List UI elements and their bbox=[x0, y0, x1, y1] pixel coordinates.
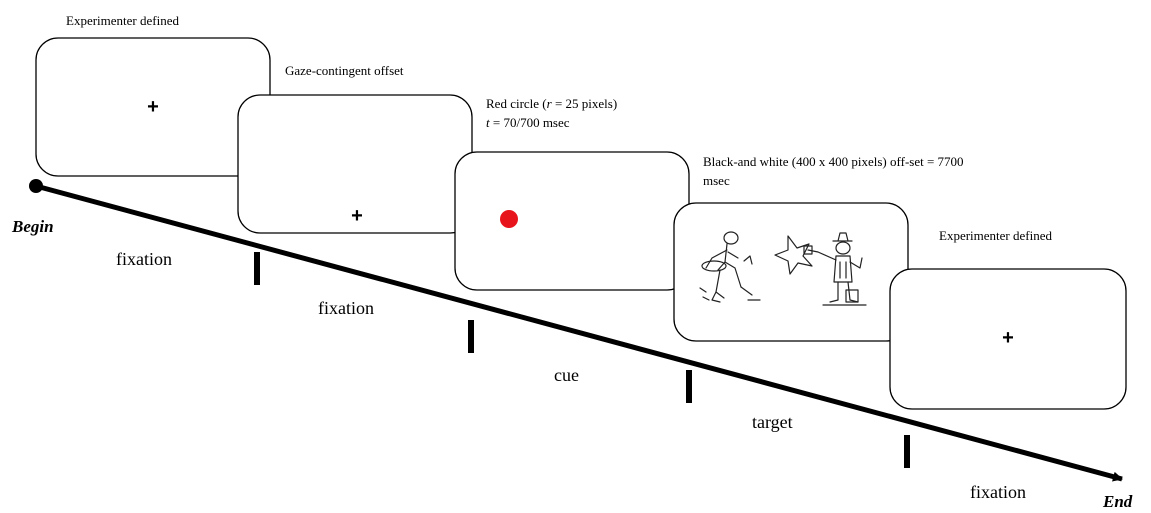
screen-2-caption: Gaze-contingent offset bbox=[285, 63, 404, 78]
screen-1-caption: Experimenter defined bbox=[66, 13, 179, 28]
screen-3-caption-line-2: t = 70/700 msec bbox=[486, 115, 570, 130]
fixation-cross-2: + bbox=[351, 205, 363, 227]
phase-label-target: target bbox=[752, 412, 793, 432]
timeline-arrow bbox=[35, 183, 1123, 482]
red-circle-cue bbox=[500, 210, 518, 228]
screen-4-caption-line-1: Black-and white (400 x 400 pixels) off-s… bbox=[703, 154, 964, 169]
timeline-start-dot bbox=[29, 179, 43, 193]
end-label: End bbox=[1102, 492, 1133, 511]
fixation-cross-5: + bbox=[1002, 327, 1014, 349]
screen-3-caption-line-1: Red circle (r = 25 pixels) bbox=[486, 96, 617, 111]
phase-label-fixation-1: fixation bbox=[116, 249, 172, 269]
screen-5-frame bbox=[889, 268, 1127, 410]
phase-label-fixation-2: fixation bbox=[318, 298, 374, 318]
screen-4-caption-line-2: msec bbox=[703, 173, 730, 188]
fixation-cross-1: + bbox=[147, 96, 159, 118]
begin-label: Begin bbox=[11, 217, 54, 236]
screen-3-frame bbox=[454, 151, 690, 291]
target-cartoon-image bbox=[699, 231, 867, 306]
cartoon-figure-left bbox=[699, 231, 761, 303]
screen-5-caption: Experimenter defined bbox=[939, 228, 1052, 243]
cartoon-figure-right bbox=[803, 232, 867, 306]
cartoon-star-burst bbox=[774, 235, 813, 275]
phase-label-cue: cue bbox=[554, 365, 579, 385]
phase-label-fixation-3: fixation bbox=[970, 482, 1026, 502]
